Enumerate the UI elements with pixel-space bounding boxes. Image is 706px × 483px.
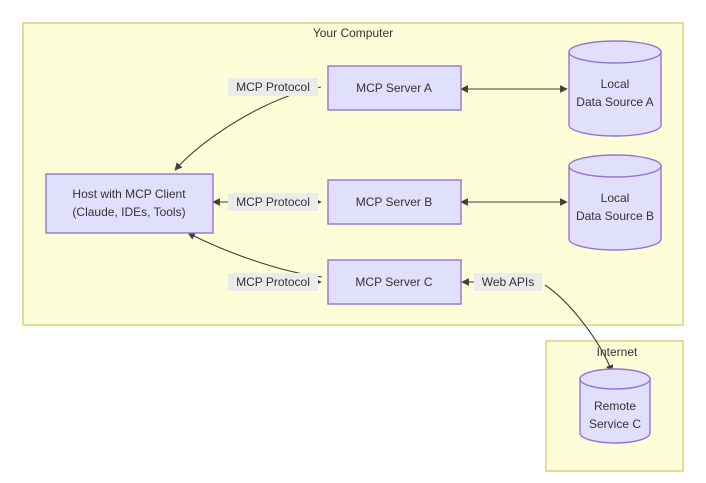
node-mcp-server-b-label: MCP Server B bbox=[356, 195, 432, 209]
container-your-computer-title: Your Computer bbox=[313, 26, 393, 40]
edge-label-mcp-protocol-a-text: MCP Protocol bbox=[236, 80, 310, 94]
edge-label-web-apis: Web APIs bbox=[474, 273, 542, 291]
edge-label-mcp-protocol-b-text: MCP Protocol bbox=[236, 195, 310, 209]
node-remote-service-c-line1: Remote bbox=[594, 399, 636, 413]
node-local-data-source-b-line2: Data Source B bbox=[576, 209, 654, 223]
edge-label-mcp-protocol-c: MCP Protocol bbox=[228, 273, 318, 291]
node-local-data-source-a-line2: Data Source A bbox=[576, 95, 653, 109]
node-remote-service-c[interactable]: Remote Service C bbox=[579, 368, 651, 444]
node-host-label-line1: Host with MCP Client bbox=[72, 187, 186, 201]
node-mcp-server-a-label: MCP Server A bbox=[356, 81, 432, 95]
container-internet-title: Internet bbox=[597, 345, 638, 359]
node-local-data-source-a[interactable]: Local Data Source A bbox=[568, 40, 662, 137]
node-local-data-source-b-line1: Local bbox=[601, 191, 630, 205]
node-host-with-mcp-client[interactable]: Host with MCP Client (Claude, IDEs, Tool… bbox=[45, 173, 214, 234]
node-mcp-server-c[interactable]: MCP Server C bbox=[327, 259, 462, 305]
node-remote-service-c-line2: Service C bbox=[589, 417, 641, 431]
container-internet: Internet bbox=[545, 340, 684, 472]
node-local-data-source-b[interactable]: Local Data Source B bbox=[568, 154, 662, 251]
node-local-data-source-a-line1: Local bbox=[601, 77, 630, 91]
edge-label-web-apis-text: Web APIs bbox=[482, 275, 534, 289]
edge-label-mcp-protocol-a: MCP Protocol bbox=[228, 78, 318, 96]
edge-label-mcp-protocol-b: MCP Protocol bbox=[228, 193, 318, 211]
node-host-label-line2: (Claude, IDEs, Tools) bbox=[72, 205, 185, 219]
node-mcp-server-c-label: MCP Server C bbox=[355, 275, 432, 289]
node-mcp-server-a[interactable]: MCP Server A bbox=[327, 65, 462, 111]
node-mcp-server-b[interactable]: MCP Server B bbox=[327, 179, 462, 225]
edge-label-mcp-protocol-c-text: MCP Protocol bbox=[236, 275, 310, 289]
